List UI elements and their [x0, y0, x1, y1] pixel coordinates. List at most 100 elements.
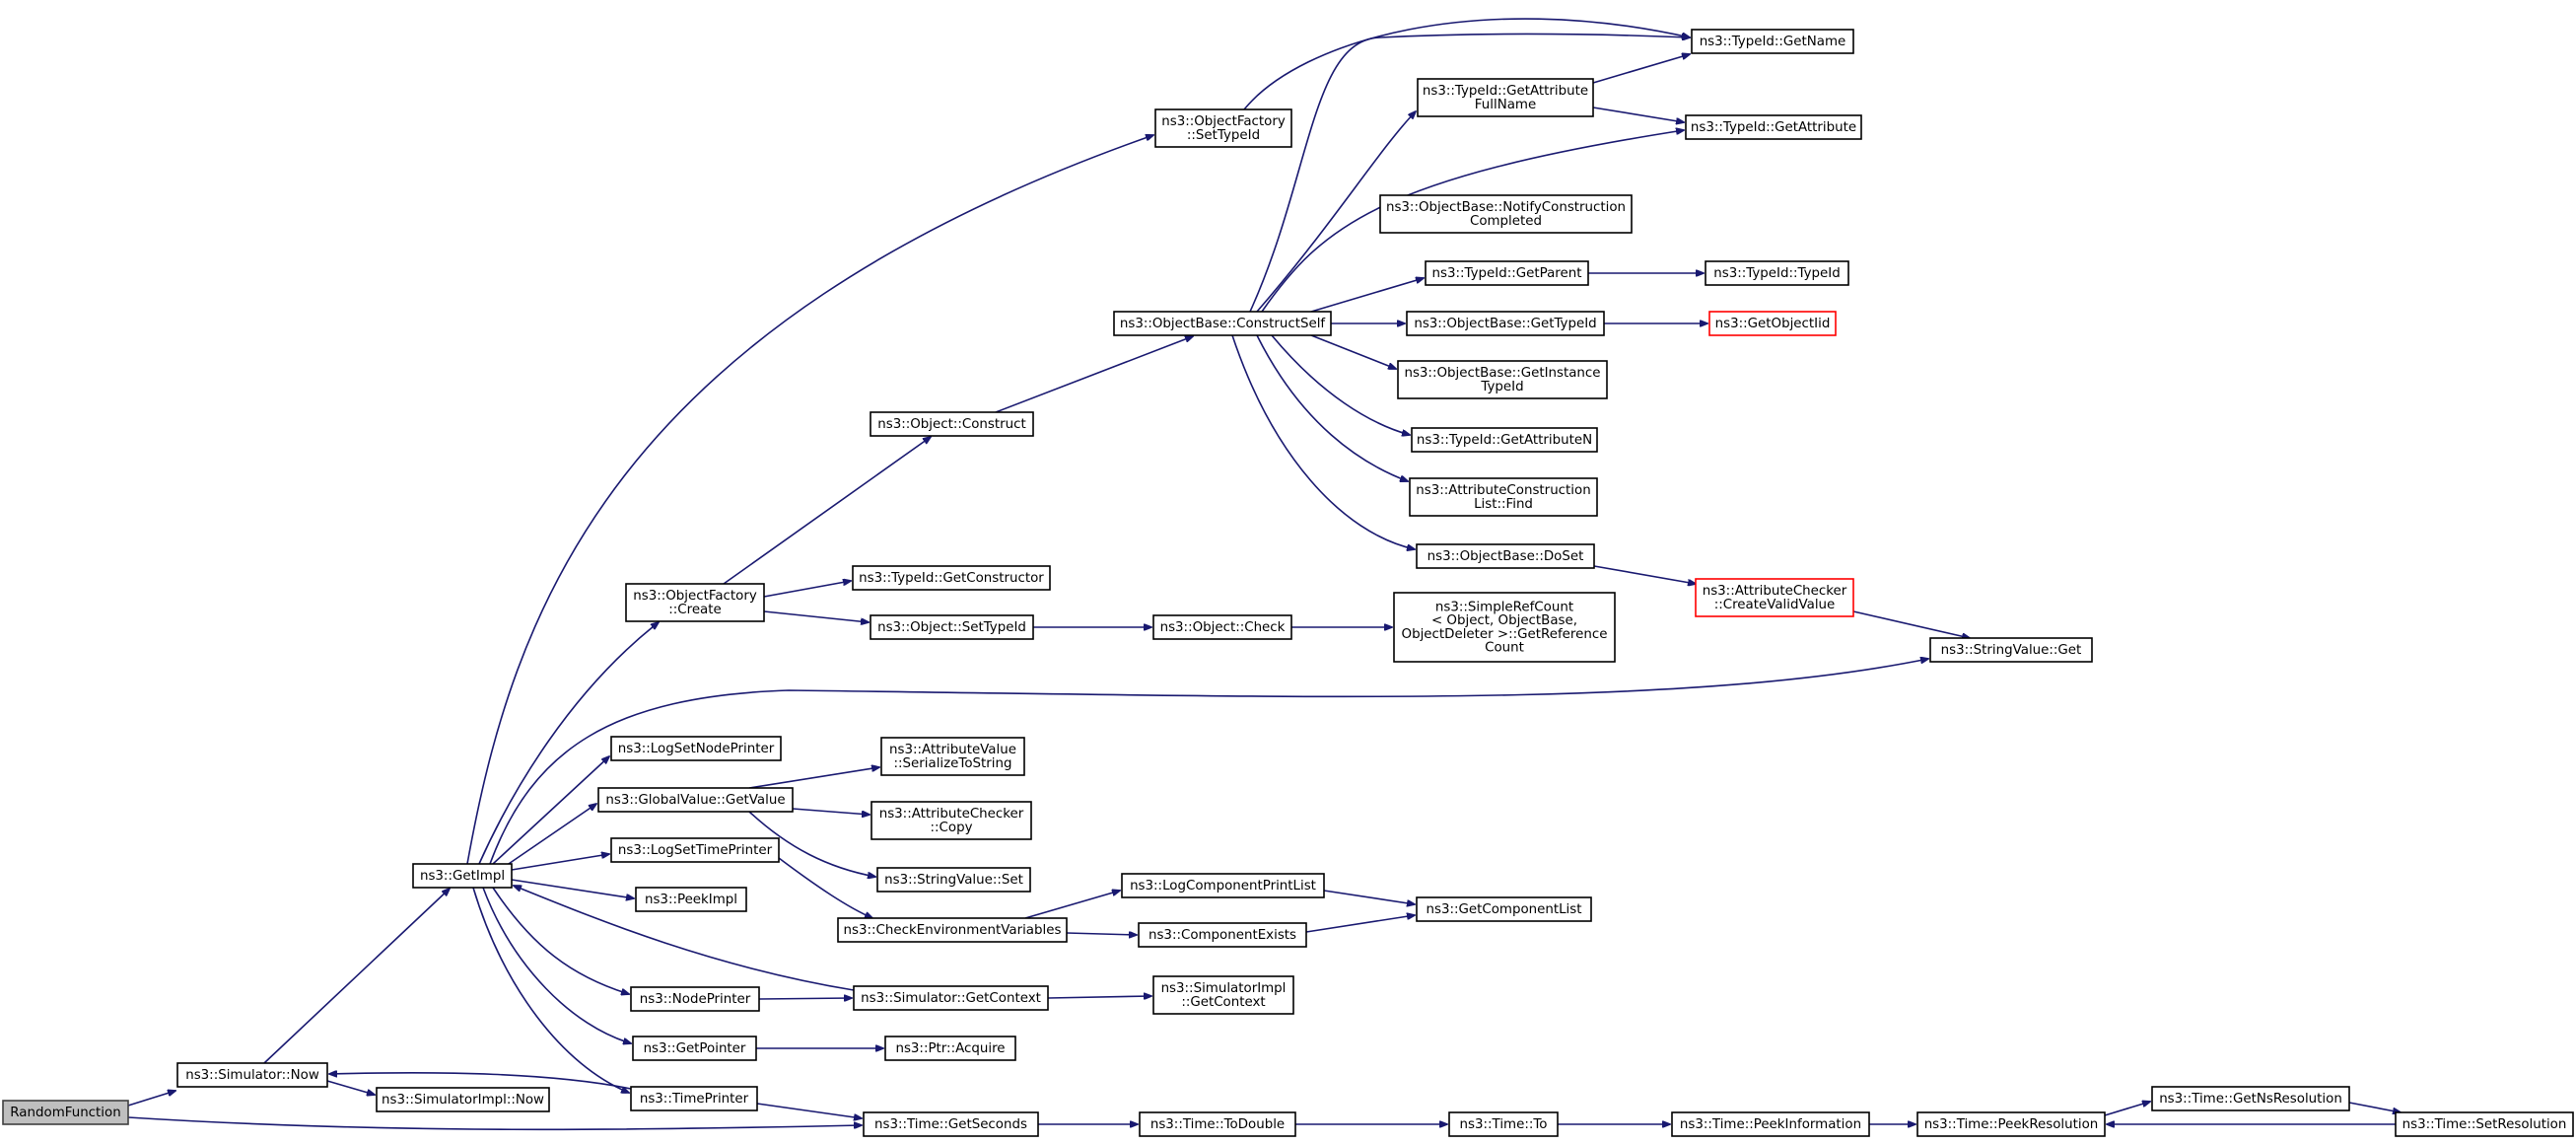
node-box — [880, 737, 1025, 776]
node-attributechecker-copy[interactable]: ns3::AttributeChecker::Copy — [870, 801, 1032, 840]
node-logcomponentprintlist[interactable]: ns3::LogComponentPrintList — [1121, 873, 1325, 898]
node-label: ns3::TypeId::GetParent — [1432, 266, 1582, 281]
node-label: ObjectDeleter >::GetReference — [1402, 627, 1608, 642]
node-typeid-getattributen[interactable]: ns3::TypeId::GetAttributeN — [1411, 427, 1598, 453]
node-box — [2, 1100, 129, 1125]
node-peekimpl[interactable]: ns3::PeekImpl — [635, 887, 747, 912]
node-object-check[interactable]: ns3::Object::Check — [1152, 614, 1292, 640]
node-box — [1139, 1111, 1296, 1137]
node-box — [1152, 614, 1292, 640]
edge-objectfactory-settypeid-to-typeid-getname — [1243, 18, 1690, 110]
node-label: ns3::AttributeChecker — [879, 807, 1024, 822]
node-label: ns3::TypeId::GetAttribute — [1691, 120, 1856, 135]
node-label: FullName — [1475, 98, 1536, 112]
edge-globalvalue-getvalue-to-attributechecker-copy — [792, 808, 870, 815]
node-box — [1411, 427, 1598, 453]
edge-getimpl-to-globalvalue-getvalue — [502, 804, 596, 869]
node-label: ns3::SimulatorImpl — [1161, 981, 1287, 996]
node-checkenvironmentvariables[interactable]: ns3::CheckEnvironmentVariables — [837, 917, 1068, 943]
node-getobjectiid[interactable]: ns3::GetObjectIid — [1708, 311, 1837, 336]
node-label: ns3::TimePrinter — [640, 1092, 749, 1107]
node-label: ::SetTypeId — [1187, 128, 1260, 143]
node-box — [2151, 1086, 2350, 1111]
node-box — [610, 736, 782, 761]
node-attributevalue-serializetostring[interactable]: ns3::AttributeValue::SerializeToString — [880, 737, 1025, 776]
node-objectbase-constructself[interactable]: ns3::ObjectBase::ConstructSelf — [1113, 311, 1332, 336]
node-box — [625, 583, 765, 622]
node-getpointer[interactable]: ns3::GetPointer — [632, 1036, 757, 1061]
node-simulator-getcontext[interactable]: ns3::Simulator::GetContext — [853, 985, 1049, 1011]
node-object-construct[interactable]: ns3::Object::Construct — [870, 411, 1034, 437]
node-box — [1416, 543, 1595, 569]
node-time-peekinformation[interactable]: ns3::Time::PeekInformation — [1671, 1111, 1870, 1137]
node-label: ns3::Ptr::Acquire — [895, 1041, 1005, 1056]
node-typeid-getname[interactable]: ns3::TypeId::GetName — [1691, 29, 1854, 54]
node-label: ns3::PeekImpl — [645, 893, 737, 907]
node-time-getseconds[interactable]: ns3::Time::GetSeconds — [863, 1111, 1039, 1137]
node-typeid-getattribute[interactable]: ns3::TypeId::GetAttribute — [1685, 114, 1862, 140]
node-label: ns3::SimulatorImpl::Now — [382, 1093, 544, 1108]
node-object-settypeid[interactable]: ns3::Object::SetTypeId — [870, 614, 1034, 640]
node-box — [376, 1087, 550, 1112]
node-nodeprinter[interactable]: ns3::NodePrinter — [630, 986, 760, 1012]
node-time-to[interactable]: ns3::Time::To — [1448, 1111, 1559, 1137]
node-getimpl[interactable]: ns3::GetImpl — [412, 863, 513, 889]
node-stringvalue-get[interactable]: ns3::StringValue::Get — [1929, 637, 2093, 663]
node-componentexists[interactable]: ns3::ComponentExists — [1138, 922, 1307, 948]
node-objectfactory-settypeid[interactable]: ns3::ObjectFactory::SetTypeId — [1154, 108, 1292, 148]
node-label: ns3::CheckEnvironmentVariables — [844, 923, 1062, 938]
edge-logsettimeprinter-to-checkenvironmentvariables — [778, 857, 872, 918]
node-label: ns3::AttributeChecker — [1703, 584, 1847, 599]
edge-checkenvironmentvariables-to-componentexists — [1066, 933, 1137, 935]
node-box — [852, 565, 1051, 591]
node-typeid-getconstructor[interactable]: ns3::TypeId::GetConstructor — [852, 565, 1051, 591]
node-simplerefcount-getreferencecount[interactable]: ns3::SimpleRefCount< Object, ObjectBase,… — [1393, 592, 1616, 663]
node-simulatorimpl-getcontext[interactable]: ns3::SimulatorImpl::GetContext — [1152, 975, 1294, 1015]
edge-objectbase-constructself-to-attributeconstructionlist-find — [1256, 334, 1408, 481]
node-time-getnsresolution[interactable]: ns3::Time::GetNsResolution — [2151, 1086, 2350, 1111]
node-label: ns3::Time::GetSeconds — [874, 1117, 1027, 1132]
node-objectbase-doset[interactable]: ns3::ObjectBase::DoSet — [1416, 543, 1595, 569]
edge-getimpl-to-peekimpl — [511, 879, 634, 898]
edge-checkenvironmentvariables-to-logcomponentprintlist — [1024, 891, 1120, 919]
node-label: ::SerializeToString — [894, 756, 1012, 771]
edge-time-getnsresolution-to-time-setresolution — [2348, 1102, 2401, 1112]
node-box — [1138, 922, 1307, 948]
node-simulator-now[interactable]: ns3::Simulator::Now — [176, 1062, 328, 1088]
edge-globalvalue-getvalue-to-attributevalue-serializetostring — [748, 767, 879, 789]
node-box — [1929, 637, 2093, 663]
node-time-todouble[interactable]: ns3::Time::ToDouble — [1139, 1111, 1296, 1137]
node-time-peekresolution[interactable]: ns3::Time::PeekResolution — [1916, 1111, 2106, 1137]
edge-randomfunction-to-simulator-now — [127, 1091, 175, 1107]
node-ptr-acquire[interactable]: ns3::Ptr::Acquire — [884, 1036, 1016, 1061]
node-attributechecker-createvalidvalue[interactable]: ns3::AttributeChecker::CreateValidValue — [1695, 578, 1854, 617]
node-randomfunction[interactable]: RandomFunction — [2, 1100, 129, 1125]
node-box — [870, 614, 1034, 640]
node-label: ns3::ObjectBase::GetInstance — [1404, 366, 1600, 381]
edge-objectbase-constructself-to-objectbase-getinstancetypeid — [1310, 334, 1396, 369]
node-typeid-typeid[interactable]: ns3::TypeId::TypeId — [1705, 260, 1849, 286]
node-objectbase-gettypeid[interactable]: ns3::ObjectBase::GetTypeId — [1406, 311, 1605, 336]
node-stringvalue-set[interactable]: ns3::StringValue::Set — [876, 867, 1031, 893]
node-objectbase-notifyconstructioncompleted[interactable]: ns3::ObjectBase::NotifyConstructionCompl… — [1379, 194, 1633, 234]
node-label: ns3::LogComponentPrintList — [1130, 879, 1316, 894]
node-globalvalue-getvalue[interactable]: ns3::GlobalValue::GetValue — [597, 787, 794, 813]
node-label: ns3::ObjectBase::DoSet — [1427, 549, 1584, 564]
node-logsetnodeprinter[interactable]: ns3::LogSetNodePrinter — [610, 736, 782, 761]
node-logsettimeprinter[interactable]: ns3::LogSetTimePrinter — [610, 837, 780, 863]
node-box — [635, 887, 747, 912]
node-simulatorimpl-now[interactable]: ns3::SimulatorImpl::Now — [376, 1087, 550, 1112]
node-timeprinter[interactable]: ns3::TimePrinter — [630, 1086, 758, 1111]
node-time-setresolution[interactable]: ns3::Time::SetResolution — [2395, 1111, 2574, 1137]
node-label: ns3::TypeId::GetAttributeN — [1417, 433, 1592, 448]
node-box — [837, 917, 1068, 943]
node-getcomponentlist[interactable]: ns3::GetComponentList — [1416, 896, 1592, 922]
node-typeid-getparent[interactable]: ns3::TypeId::GetParent — [1425, 260, 1589, 286]
edge-simulator-now-to-getimpl — [263, 889, 450, 1064]
node-box — [863, 1111, 1039, 1137]
function-nodes: RandomFunctionns3::Simulator::Nowns3::Si… — [2, 29, 2574, 1137]
node-objectfactory-create[interactable]: ns3::ObjectFactory::Create — [625, 583, 765, 622]
